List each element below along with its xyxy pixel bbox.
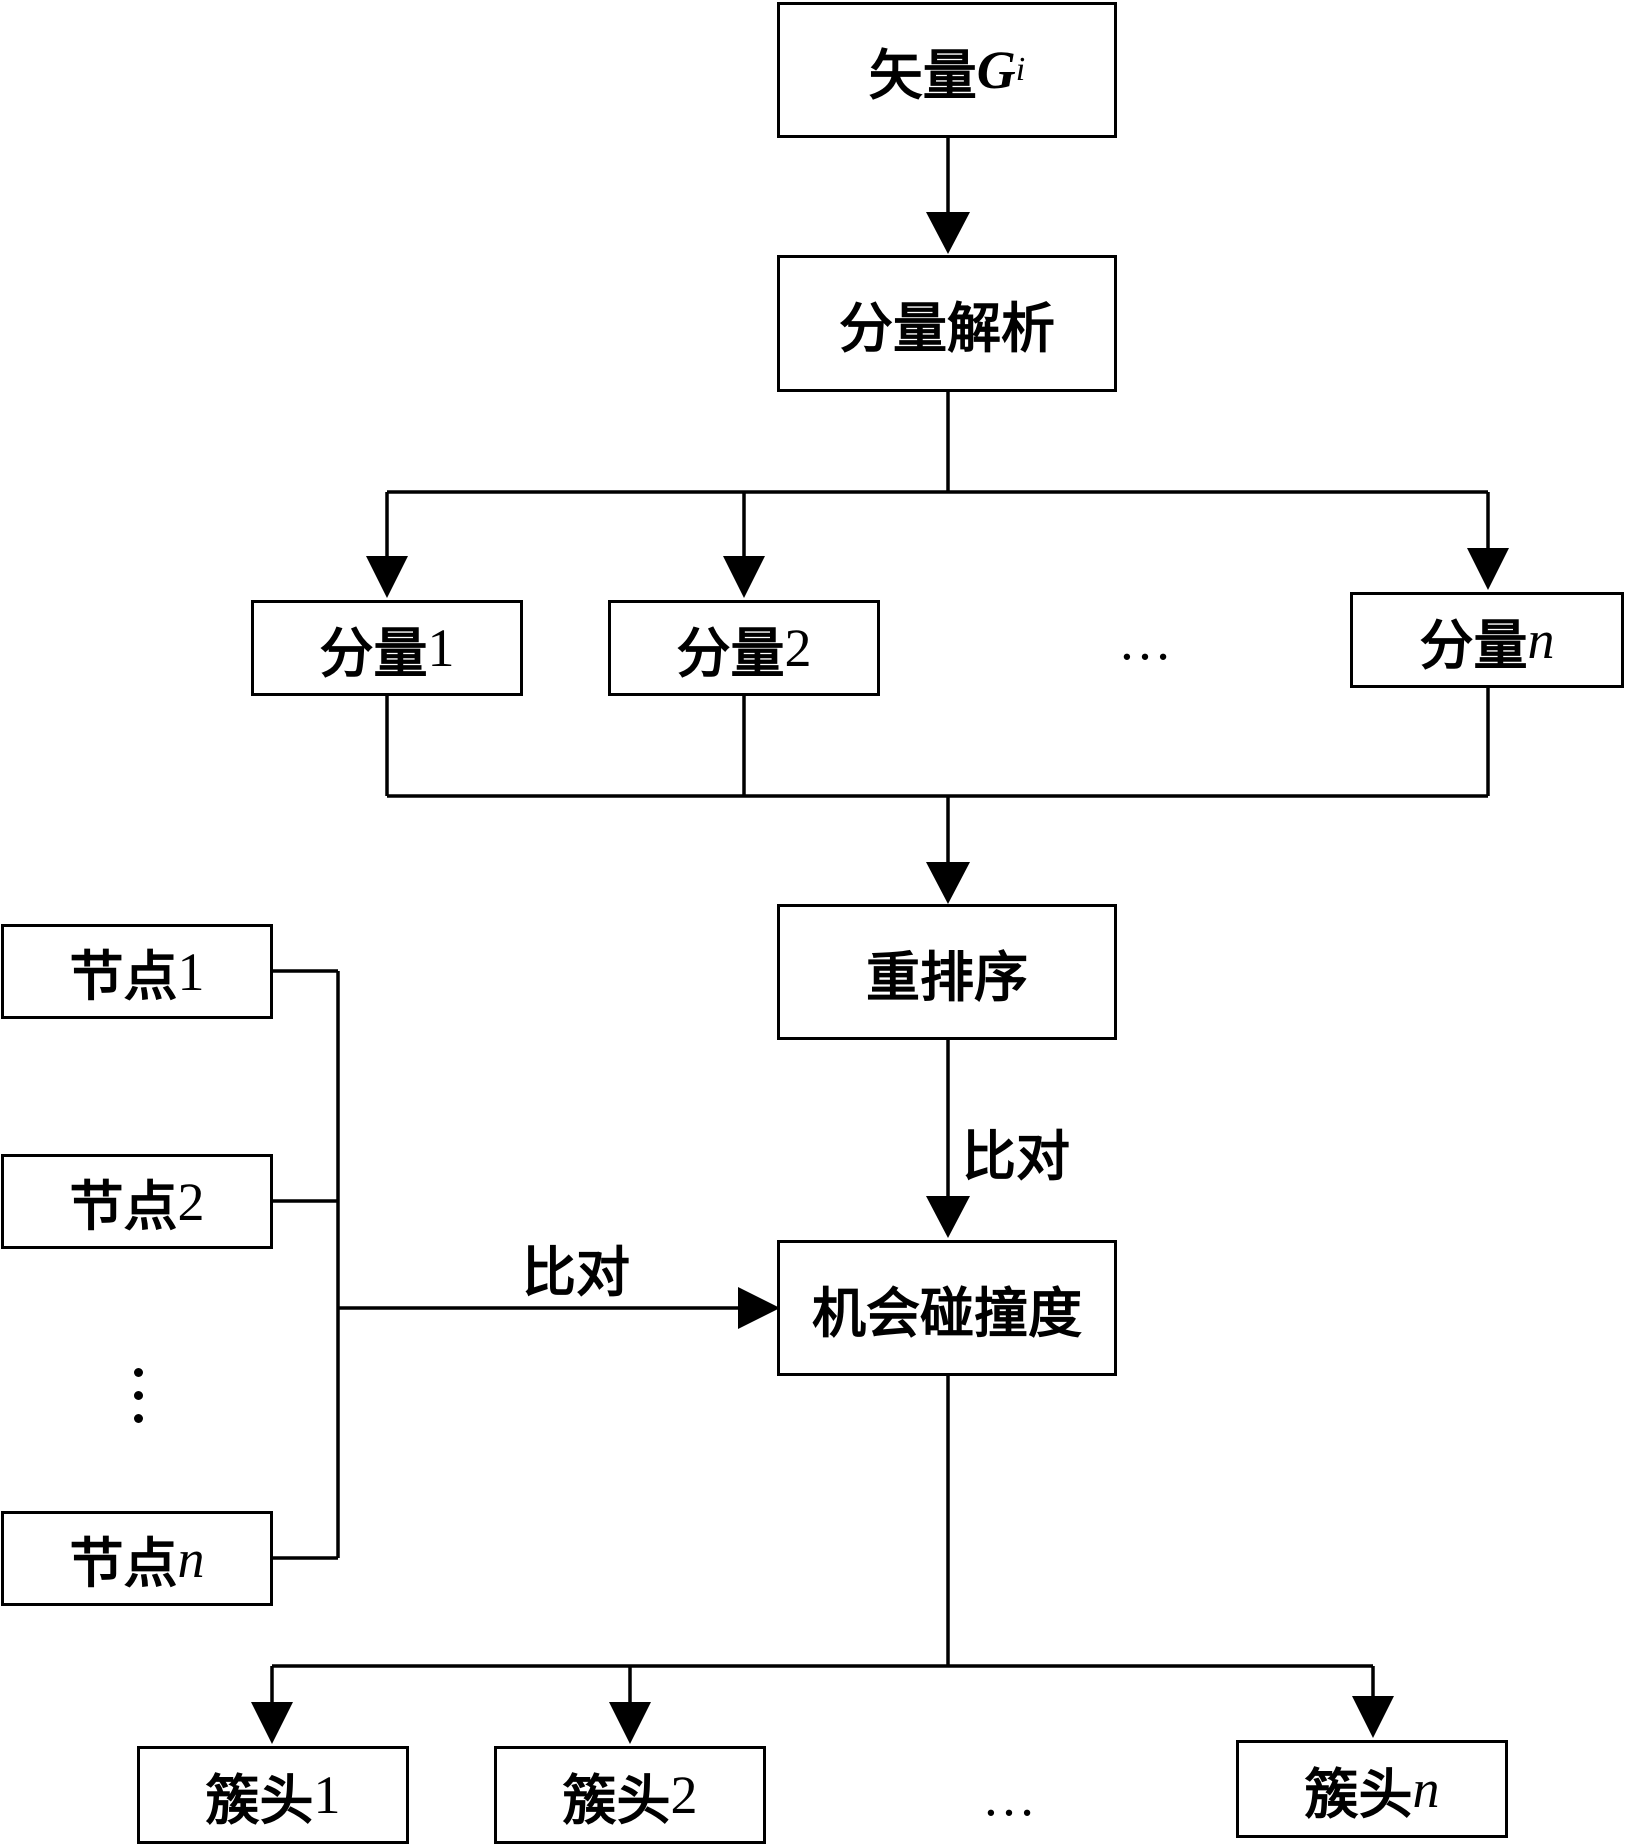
arrowhead-head1 <box>251 1702 293 1744</box>
node-head2-label: 簇头 <box>562 1767 671 1832</box>
node-noden-label: 节点 <box>69 1531 178 1595</box>
vdot-2 <box>134 1391 143 1400</box>
arrowhead-parse <box>926 212 970 254</box>
node-compn-label: 分量 <box>1419 612 1528 677</box>
node-head1-number: 1 <box>313 1765 341 1825</box>
node-node2-number: 2 <box>177 1171 205 1232</box>
node-vector-subscript: i <box>1015 51 1026 88</box>
edge-label-compare-horizontal: 比对 <box>522 1240 630 1304</box>
node-node1-number: 1 <box>177 941 205 1002</box>
node-compn-variable: n <box>1527 610 1555 670</box>
node-headn-variable: n <box>1412 1759 1440 1819</box>
edge-label-compare-vertical: 比对 <box>962 1124 1070 1188</box>
nodes-vertical-ellipsis <box>134 1368 144 1437</box>
node-node2-label: 节点 <box>69 1174 178 1238</box>
arrowhead-compn <box>1467 548 1509 590</box>
node-headn-label: 簇头 <box>1304 1761 1413 1826</box>
node-reorder-label: 重排序 <box>866 944 1028 1009</box>
node-vector-label: 矢量 <box>868 42 977 107</box>
arrowhead-comp2 <box>723 556 765 598</box>
node-comp1-number: 1 <box>427 618 455 678</box>
node-reorder: 重排序 <box>777 904 1117 1040</box>
node-comp1-label: 分量 <box>319 620 428 685</box>
node-node1-label: 节点 <box>69 944 178 1008</box>
node-opportunity-collision: 机会碰撞度 <box>777 1240 1117 1376</box>
components-ellipsis: … <box>1118 611 1172 671</box>
node-parse-label: 分量解析 <box>839 296 1055 360</box>
vdot-3 <box>134 1414 143 1423</box>
node-component-parsing: 分量解析 <box>777 255 1117 392</box>
node-vector-variable: G <box>976 40 1016 100</box>
node-head1-label: 簇头 <box>205 1767 314 1832</box>
node-noden-variable: n <box>177 1528 205 1589</box>
arrowhead-collision-top <box>926 1196 970 1238</box>
node-comp2-label: 分量 <box>676 620 785 685</box>
arrowhead-head2 <box>609 1702 651 1744</box>
node-head2-number: 2 <box>670 1765 698 1825</box>
arrowhead-comp1 <box>366 556 408 598</box>
vdot-1 <box>134 1368 143 1377</box>
arrowhead-headn <box>1352 1696 1394 1738</box>
arrowhead-reorder <box>926 862 970 904</box>
arrowhead-collision-left <box>738 1287 780 1329</box>
heads-ellipsis: … <box>982 1767 1036 1827</box>
node-comp2-number: 2 <box>784 618 812 678</box>
node-collision-label: 机会碰撞度 <box>812 1280 1082 1345</box>
